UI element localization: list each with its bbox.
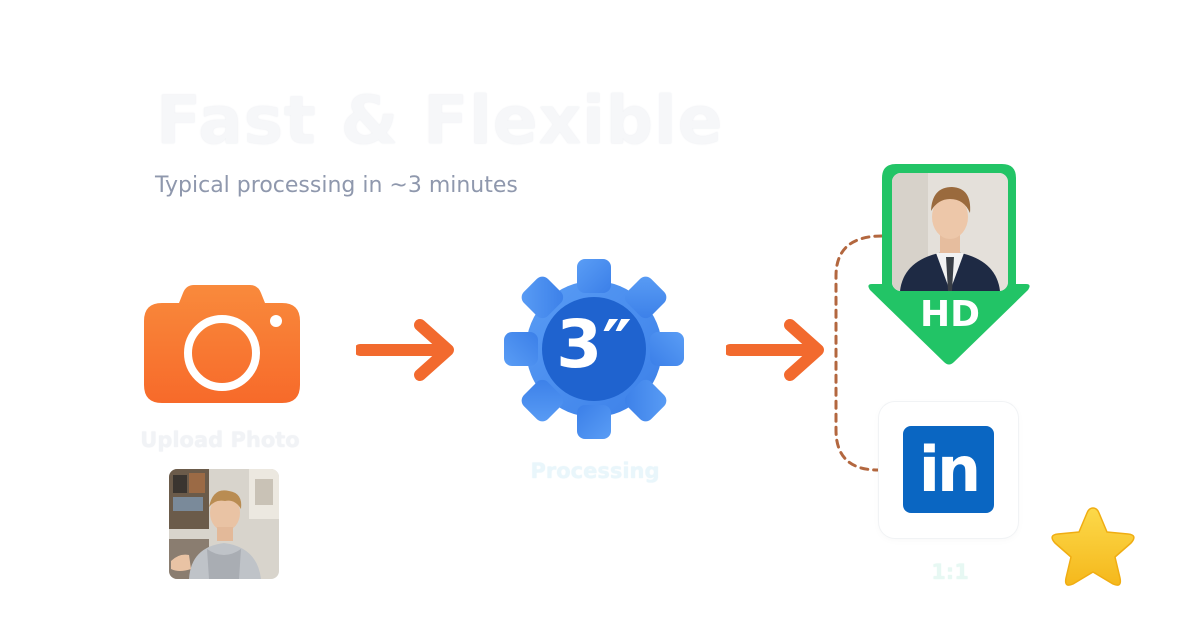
hd-label: HD	[919, 294, 980, 335]
linkedin-icon: in	[903, 426, 994, 513]
hd-headshot-photo	[892, 173, 1008, 291]
uploaded-selfie-photo	[169, 469, 279, 579]
camera-icon	[144, 285, 300, 403]
star-icon	[1051, 507, 1135, 586]
arrow-right-icon	[356, 319, 454, 381]
page-subtitle: Typical processing in ~3 minutes	[155, 173, 518, 198]
gear-icon	[504, 259, 684, 439]
dashed-connector-line	[834, 234, 884, 472]
processing-label: Processing	[530, 459, 660, 483]
processing-time-text: 3″	[556, 306, 632, 383]
upload-photo-label: Upload Photo	[140, 428, 300, 452]
arrow-right-icon	[726, 319, 824, 381]
aspect-ratio-label: 1:1	[931, 560, 969, 584]
page-title: Fast & Flexible	[156, 82, 724, 159]
